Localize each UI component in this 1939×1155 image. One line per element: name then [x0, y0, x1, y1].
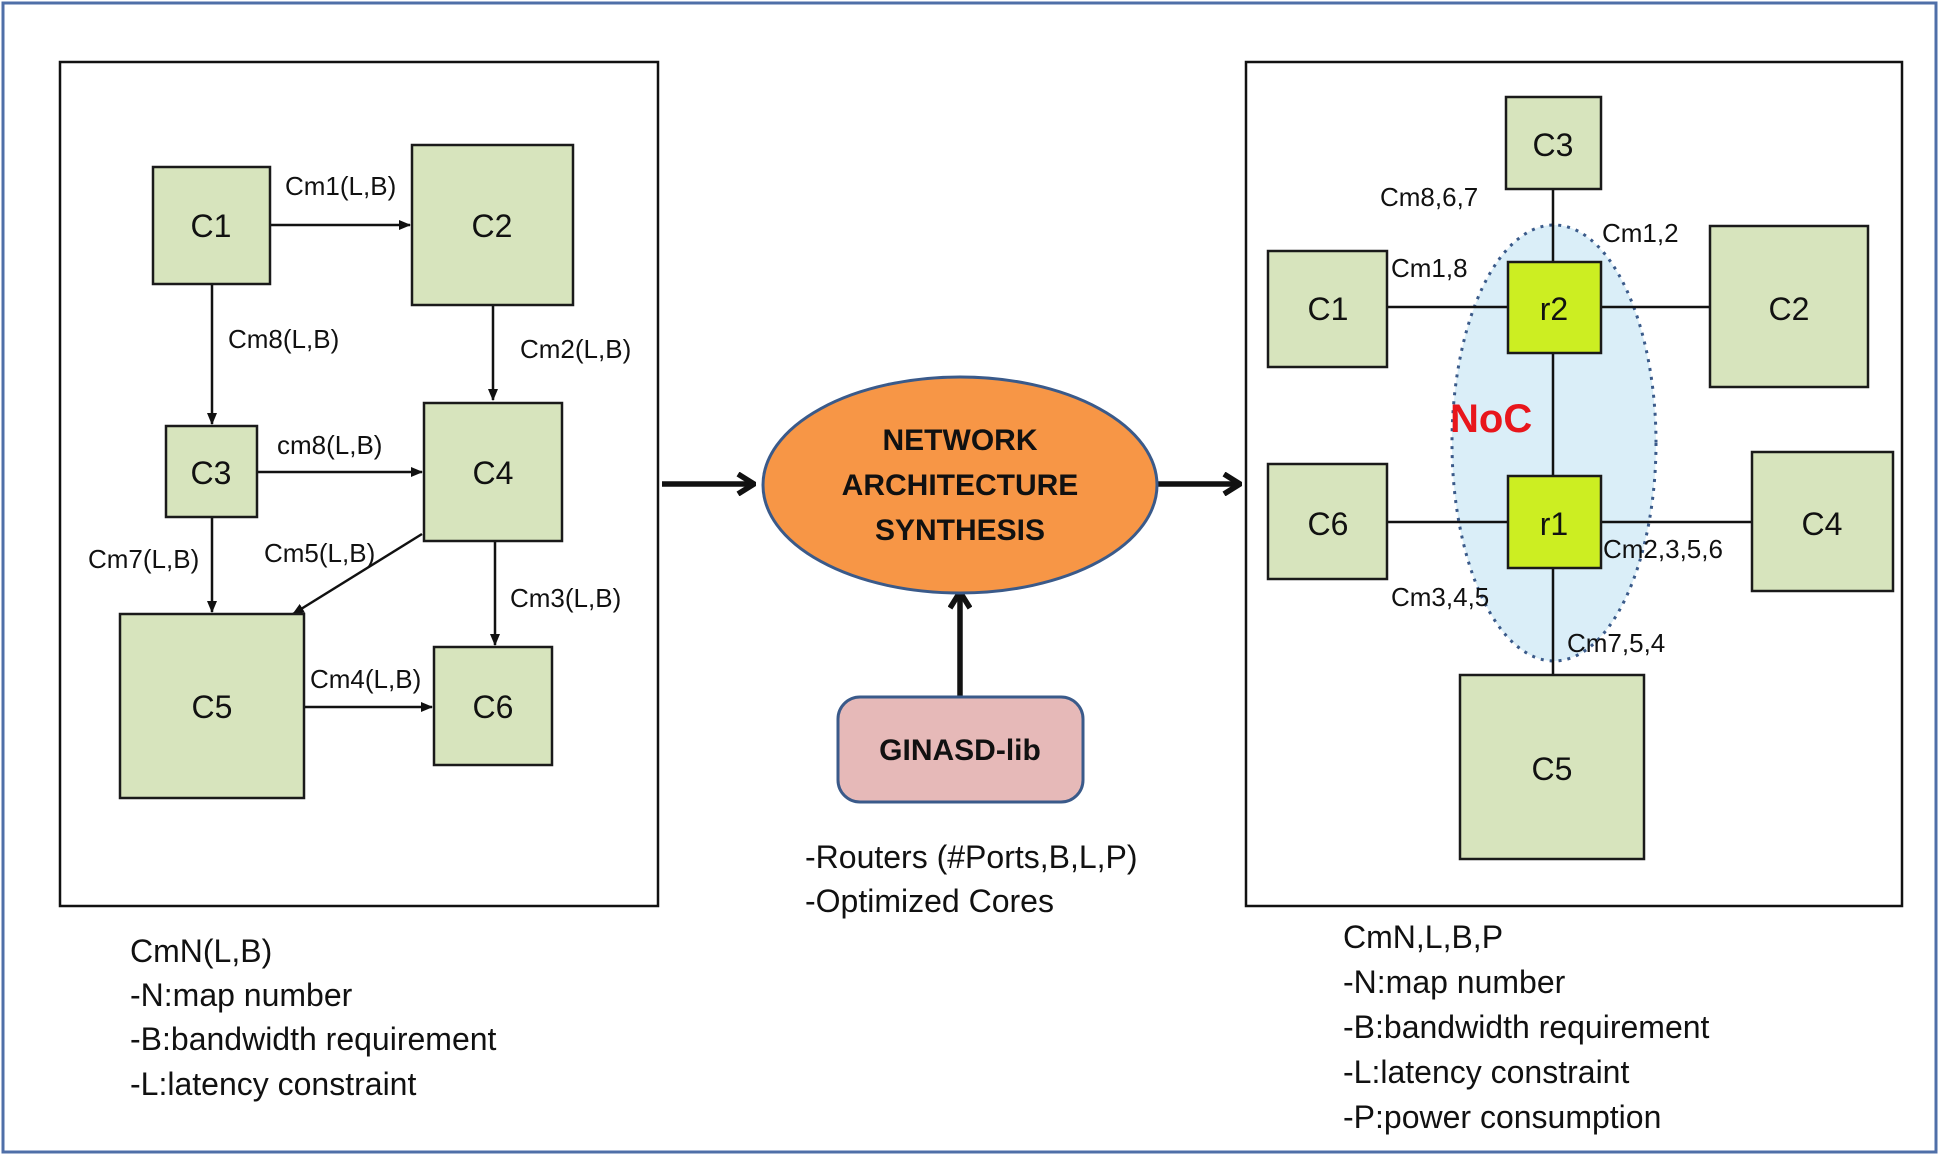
core-label: C2	[1769, 291, 1810, 327]
synthesis-title-line-3: SYNTHESIS	[875, 514, 1045, 547]
right-legend: CmN,L,B,P -N:map number -B:bandwidth req…	[1343, 919, 1710, 1135]
core-label: C6	[473, 689, 514, 725]
task-graph-edges	[207, 220, 500, 712]
router-label: r2	[1540, 291, 1568, 327]
link-label-r2-c2: Cm1,2	[1602, 218, 1679, 248]
core-label: C1	[191, 208, 232, 244]
router-r2: r2	[1506, 260, 1603, 355]
right-legend-line: -N:map number	[1343, 964, 1566, 1000]
noc-links	[1387, 189, 1752, 675]
edge-c4-c5	[292, 532, 423, 616]
edge-label-c5-c6: Cm4(L,B)	[310, 664, 421, 694]
edge-label-c3-c4: cm8(L,B)	[277, 430, 382, 460]
link-label-r1-c4: Cm2,3,5,6	[1603, 534, 1723, 564]
core-c3: C3	[164, 424, 259, 519]
right-legend-line: -B:bandwidth requirement	[1343, 1009, 1710, 1045]
core-label: C5	[1532, 751, 1573, 787]
edge-label-c1-c2: Cm1(L,B)	[285, 171, 396, 201]
core-c6: C6	[1266, 462, 1389, 581]
right-legend-line: CmN,L,B,P	[1343, 919, 1503, 955]
core-label: C3	[191, 455, 232, 491]
router-r1: r1	[1506, 474, 1603, 570]
center-synthesis: NETWORK ARCHITECTURE SYNTHESIS GINASD-li…	[662, 375, 1240, 919]
task-graph-edge-labels: Cm1(L,B) Cm2(L,B) Cm8(L,B) cm8(L,B) Cm7(…	[88, 171, 631, 694]
noc-link-labels: Cm8,6,7 Cm1,8 Cm1,2 Cm2,3,5,6 Cm3,4,5 Cm…	[1380, 182, 1723, 658]
library-box	[836, 695, 1085, 804]
core-label: C6	[1308, 506, 1349, 542]
core-c3: C3	[1504, 95, 1603, 191]
core-c4: C4	[1750, 450, 1895, 593]
edge-label-c4-c6: Cm3(L,B)	[510, 583, 621, 613]
left-legend-line: -L:latency constraint	[130, 1066, 416, 1102]
left-panel-frame	[58, 60, 660, 908]
left-legend-line: CmN(L,B)	[130, 933, 272, 969]
core-c1: C1	[151, 165, 272, 286]
router-label: r1	[1540, 506, 1568, 542]
edge-label-c3-c5: Cm7(L,B)	[88, 544, 199, 574]
link-label-c1-r2: Cm1,8	[1391, 253, 1468, 283]
edge-label-c2-c4: Cm2(L,B)	[520, 334, 631, 364]
core-c1: C1	[1266, 249, 1389, 369]
core-label: C4	[1802, 506, 1843, 542]
library-label: GINASD-lib	[879, 734, 1041, 767]
edge-label-c1-c3: Cm8(L,B)	[228, 324, 339, 354]
link-label-c3-r2: Cm8,6,7	[1380, 182, 1478, 212]
left-legend: CmN(L,B) -N:map number -B:bandwidth requ…	[130, 933, 497, 1102]
noc-label: NoC	[1450, 397, 1532, 441]
core-label: C2	[472, 208, 513, 244]
synthesis-title-line-2: ARCHITECTURE	[842, 469, 1079, 502]
right-legend-line: -L:latency constraint	[1343, 1054, 1629, 1090]
core-c2: C2	[1708, 224, 1870, 389]
right-legend-line: -P:power consumption	[1343, 1099, 1661, 1135]
core-c4: C4	[422, 401, 564, 543]
synthesis-title-line-1: NETWORK	[883, 424, 1038, 457]
right-panel-frame	[1244, 60, 1904, 908]
synthesis-ellipse	[761, 375, 1159, 595]
edge-label-c4-c5: Cm5(L,B)	[264, 538, 375, 568]
core-c5: C5	[118, 612, 306, 800]
core-c5: C5	[1458, 673, 1646, 861]
core-label: C1	[1308, 291, 1349, 327]
left-legend-line: -N:map number	[130, 977, 353, 1013]
core-label: C5	[192, 689, 233, 725]
right-panel: Cm8,6,7 Cm1,8 Cm1,2 Cm2,3,5,6 Cm3,4,5 Cm…	[1244, 60, 1904, 908]
left-legend-line: -B:bandwidth requirement	[130, 1021, 497, 1057]
link-label-c6-r1: Cm3,4,5	[1391, 582, 1489, 612]
library-note-routers: -Routers (#Ports,B,L,P)	[805, 839, 1138, 875]
core-c6: C6	[432, 645, 554, 767]
core-label: C3	[1533, 127, 1574, 163]
link-label-r1-c5: Cm7,5,4	[1567, 628, 1665, 658]
core-label: C4	[473, 455, 514, 491]
core-c2: C2	[410, 143, 575, 307]
left-panel: Cm1(L,B) Cm2(L,B) Cm8(L,B) cm8(L,B) Cm7(…	[58, 60, 660, 908]
library-note-cores: -Optimized Cores	[805, 883, 1054, 919]
